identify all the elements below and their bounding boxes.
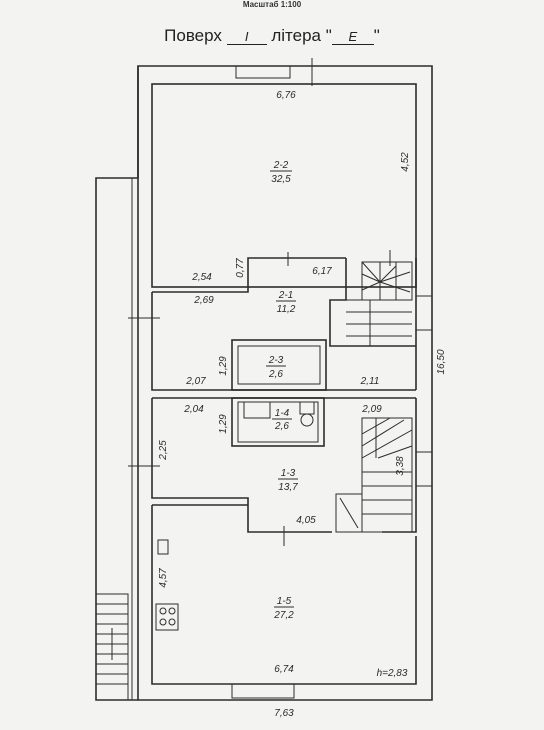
room-2-1-area: 11,2 [277,304,296,315]
dim-617: 6,17 [312,266,332,277]
lower-stairs [335,417,413,533]
room-2-3-walls [231,339,327,391]
dim-204: 2,04 [183,404,204,415]
ceiling-height: h=2,83 [377,668,408,679]
dim-269: 2,69 [193,295,214,306]
dim-total-height: 16,50 [436,349,447,374]
dim-207: 2,07 [185,376,206,387]
room-2-2-id: 2-2 [273,160,289,171]
dim-129b: 1,29 [218,414,229,434]
dim-bottom-width: 7,63 [274,708,294,719]
dim-129a: 1,29 [218,356,229,376]
plan-header: Поверх I літера "Е" [0,26,544,46]
exterior-steps [96,593,129,700]
room-2-2-walls [151,83,417,288]
dim-457: 4,57 [158,568,169,588]
washbasin-icon [243,401,271,419]
room-1-4-walls [231,397,325,447]
dim-225: 2,25 [158,440,169,461]
dim-top-width: 6,76 [276,90,296,101]
room-1-3-id: 1-3 [281,468,296,479]
room-2-2-area: 32,5 [271,174,291,185]
dim-077: 0,77 [235,258,246,278]
door-marks [128,58,391,546]
room-2-3-area: 2,6 [268,369,283,380]
room-1-3-area: 13,7 [278,482,298,493]
room-1-4-id: 1-4 [275,408,290,419]
dim-674: 6,74 [274,664,294,675]
dim-254: 2,54 [191,272,212,283]
room-1-5-area: 27,2 [273,610,294,621]
scale-label: Масштаб 1:100 [242,0,302,9]
dim-209: 2,09 [361,404,382,415]
floor-value: I [226,30,267,45]
litera-value: Е [331,30,374,45]
sink-icon [157,539,169,555]
litera-quote-open: " [325,26,332,45]
dim-room22-height: 4,52 [400,152,411,172]
toilet-icon [299,401,315,427]
windows [231,65,433,699]
floor-label: Поверх [164,26,222,45]
litera-quote-close: " [373,26,380,45]
upper-stairs [346,261,413,346]
room-1-4-area: 2,6 [274,421,289,432]
dim-211: 2,11 [360,376,380,387]
room-2-1-id: 2-1 [278,290,293,301]
stove-icon [155,603,179,631]
outer-walls [95,65,433,701]
dim-405: 4,05 [296,515,316,526]
litera-label: літера [271,26,322,45]
room-2-3-id: 2-3 [268,355,284,366]
room-1-5-id: 1-5 [277,596,292,607]
dim-338: 3,38 [395,456,406,476]
